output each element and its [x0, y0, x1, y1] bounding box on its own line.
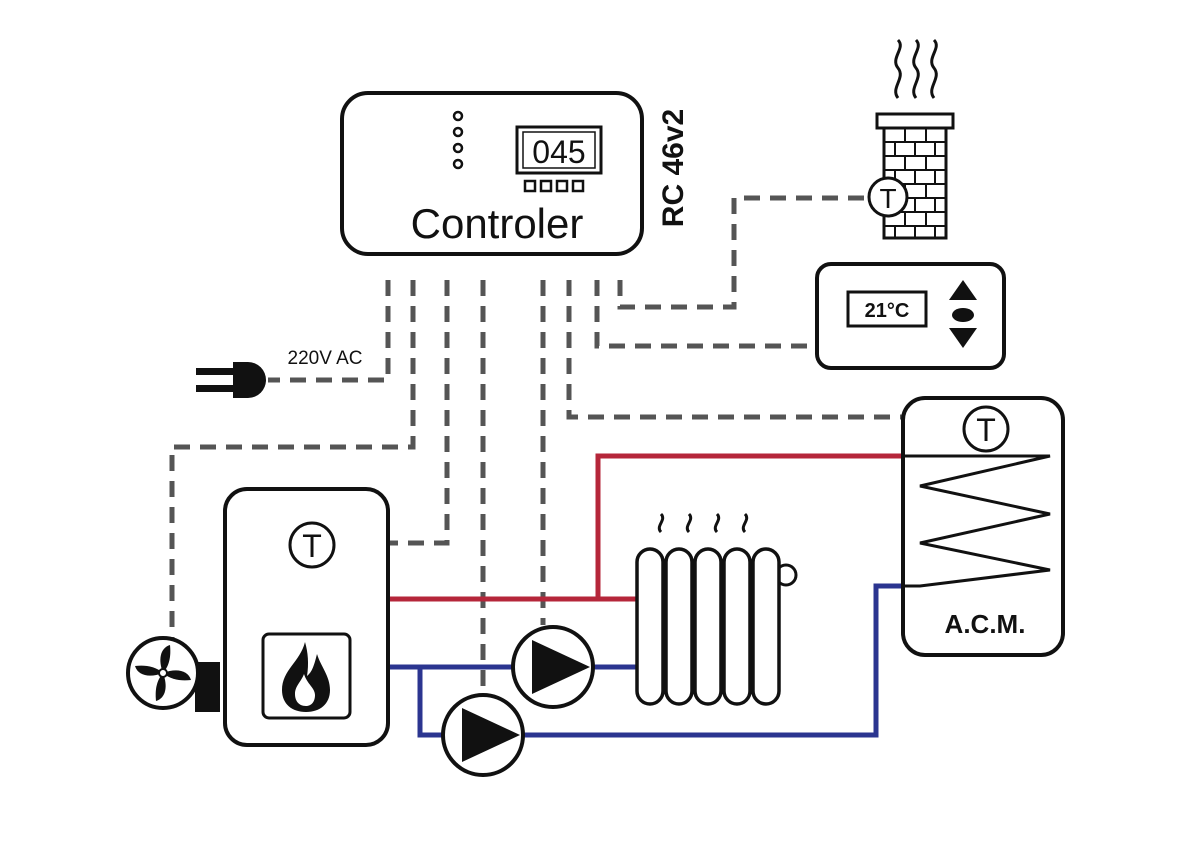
wire-chimney-sensor	[617, 195, 868, 310]
wire-tank-sensor	[566, 280, 958, 420]
power-label: 220V AC	[288, 348, 363, 369]
wire-boiler-sensor	[338, 280, 450, 546]
heating-coil	[905, 454, 1051, 588]
pump-icon	[441, 693, 525, 777]
wire-room-thermostat	[594, 280, 815, 349]
hot-water-tank: T A.C.M.	[901, 396, 1065, 657]
chimney-icon: T	[867, 38, 955, 240]
signal-wires	[169, 195, 958, 695]
controller: 045 Controler RC 46v2	[340, 91, 690, 256]
boiler-sensor	[288, 521, 336, 569]
pump-icon	[511, 625, 595, 709]
flame-icon	[282, 642, 330, 712]
room-thermostat-display	[846, 290, 928, 328]
up-down-arrows-icon	[949, 280, 977, 348]
controller-display-value: 045	[532, 134, 585, 170]
fan-icon	[126, 636, 220, 712]
room-thermostat: 21°C	[815, 262, 1006, 370]
tank-sensor-symbol: T	[976, 412, 996, 448]
plug-icon	[196, 362, 266, 398]
tank-sensor	[962, 405, 1010, 453]
wire-power	[268, 280, 391, 383]
controller-label: Controler	[411, 200, 584, 247]
chimney-sensor	[867, 176, 909, 218]
radiator-icon	[635, 512, 798, 706]
chimney-sensor-symbol: T	[879, 183, 896, 214]
boiler-sensor-symbol: T	[302, 528, 322, 564]
led-indicator-icon	[452, 110, 464, 170]
boiler: T	[223, 487, 390, 747]
tank-label: A.C.M.	[945, 609, 1026, 639]
controller-keypad	[523, 179, 585, 193]
heat-waves-icon	[657, 512, 749, 534]
smoke-icon	[894, 38, 938, 99]
controller-model: RC 46v2	[657, 109, 690, 227]
room-thermostat-value: 21°C	[865, 300, 910, 322]
hot-pipes	[388, 453, 905, 602]
wire-fan	[169, 280, 416, 640]
